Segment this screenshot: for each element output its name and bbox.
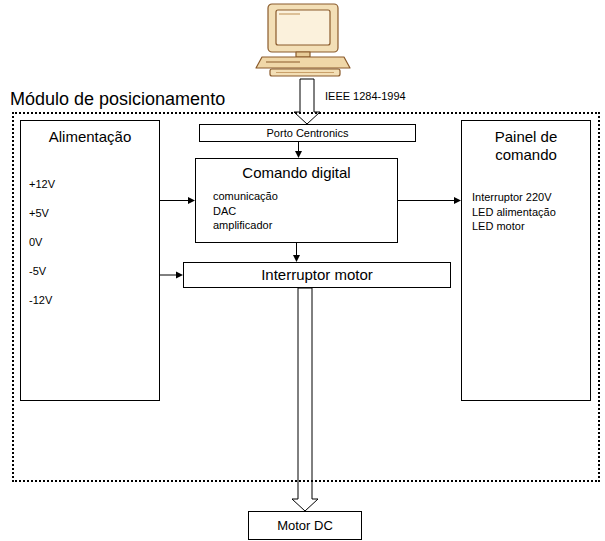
function-item: amplificador xyxy=(196,218,397,233)
bus-arrow xyxy=(294,79,320,124)
function-item: DAC xyxy=(196,204,397,219)
motor-box: Motor DC xyxy=(248,511,362,540)
voltage-label: 0V xyxy=(21,236,159,249)
panel-item: LED motor xyxy=(462,219,590,234)
bus-arrow xyxy=(292,288,318,511)
box-heading: Comando digital xyxy=(196,164,397,182)
arrow-head xyxy=(295,151,302,158)
box-label: Porto Centronics xyxy=(200,125,415,141)
power-box: Alimentação +12V +5V 0V -5V -12V xyxy=(20,120,160,401)
control-box: Comando digital comunicaçãoDACamplificado… xyxy=(195,158,398,243)
signal-arrow xyxy=(160,197,195,204)
voltage-label: -12V xyxy=(21,294,159,307)
signal-arrow xyxy=(398,197,461,204)
panel-box: Painel de comandoInterruptor 220VLED ali… xyxy=(461,120,591,401)
arrow-head xyxy=(188,197,195,204)
panel-item: Interruptor 220V xyxy=(462,190,590,205)
box-label: Motor DC xyxy=(249,512,361,539)
signal-arrow xyxy=(293,243,300,262)
switch-box: Interruptor motor xyxy=(183,262,451,288)
computer-icon xyxy=(256,4,350,76)
box-heading: Alimentação xyxy=(21,128,159,146)
voltage-label: +5V xyxy=(21,207,159,220)
panel-item: LED alimentação xyxy=(462,205,590,220)
voltage-label: +12V xyxy=(21,178,159,191)
signal-arrow xyxy=(295,142,302,158)
arrow-head xyxy=(176,272,183,279)
voltage-label: -5V xyxy=(21,265,159,278)
box-heading: Painel de comando xyxy=(476,128,576,164)
module-title: Módulo de posicionamento xyxy=(10,88,225,110)
port-box: Porto Centronics xyxy=(199,124,416,142)
signal-arrow xyxy=(160,272,183,279)
arrow-head xyxy=(454,197,461,204)
box-label: Interruptor motor xyxy=(184,263,450,287)
function-item: comunicação xyxy=(196,189,397,204)
arrow-head xyxy=(293,255,300,262)
module-outline: Módulo de posicionamentoAlimentação+12V+… xyxy=(12,112,600,482)
bus-label: IEEE 1284-1994 xyxy=(325,89,406,103)
